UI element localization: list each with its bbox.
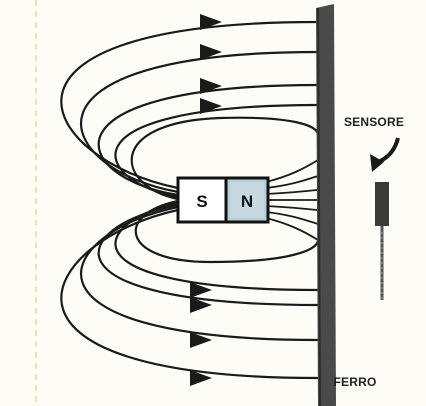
north-pole-label: N xyxy=(241,192,253,211)
arrow-icon xyxy=(200,14,222,30)
iron-bar xyxy=(316,4,336,406)
arrow-icon xyxy=(200,44,222,60)
arrow-icon xyxy=(200,98,222,114)
arrow-icon xyxy=(190,370,212,386)
pole-to-iron-lines xyxy=(265,159,319,241)
magnet: S N xyxy=(176,176,270,224)
iron-label: FERRO xyxy=(334,375,377,389)
sensor-body xyxy=(375,182,389,226)
arrow-icon xyxy=(190,297,212,313)
sensor xyxy=(375,182,389,300)
south-pole-label: S xyxy=(196,192,207,211)
field-line-upper-4 xyxy=(114,103,319,199)
arrow-icon xyxy=(190,332,212,348)
arrow-icon xyxy=(200,78,222,94)
sensor-pointer-arrow xyxy=(370,137,400,172)
field-line-upper-2 xyxy=(79,50,319,194)
field-line-upper-5 xyxy=(130,116,320,201)
field-lines xyxy=(60,20,320,380)
field-arrows xyxy=(190,14,222,386)
arrow-icon xyxy=(190,282,212,298)
sensor-label: SENSORE xyxy=(344,115,404,129)
field-line-lower-5 xyxy=(134,199,320,264)
field-line-upper-1 xyxy=(60,20,319,190)
field-line-lower-1 xyxy=(60,208,319,380)
